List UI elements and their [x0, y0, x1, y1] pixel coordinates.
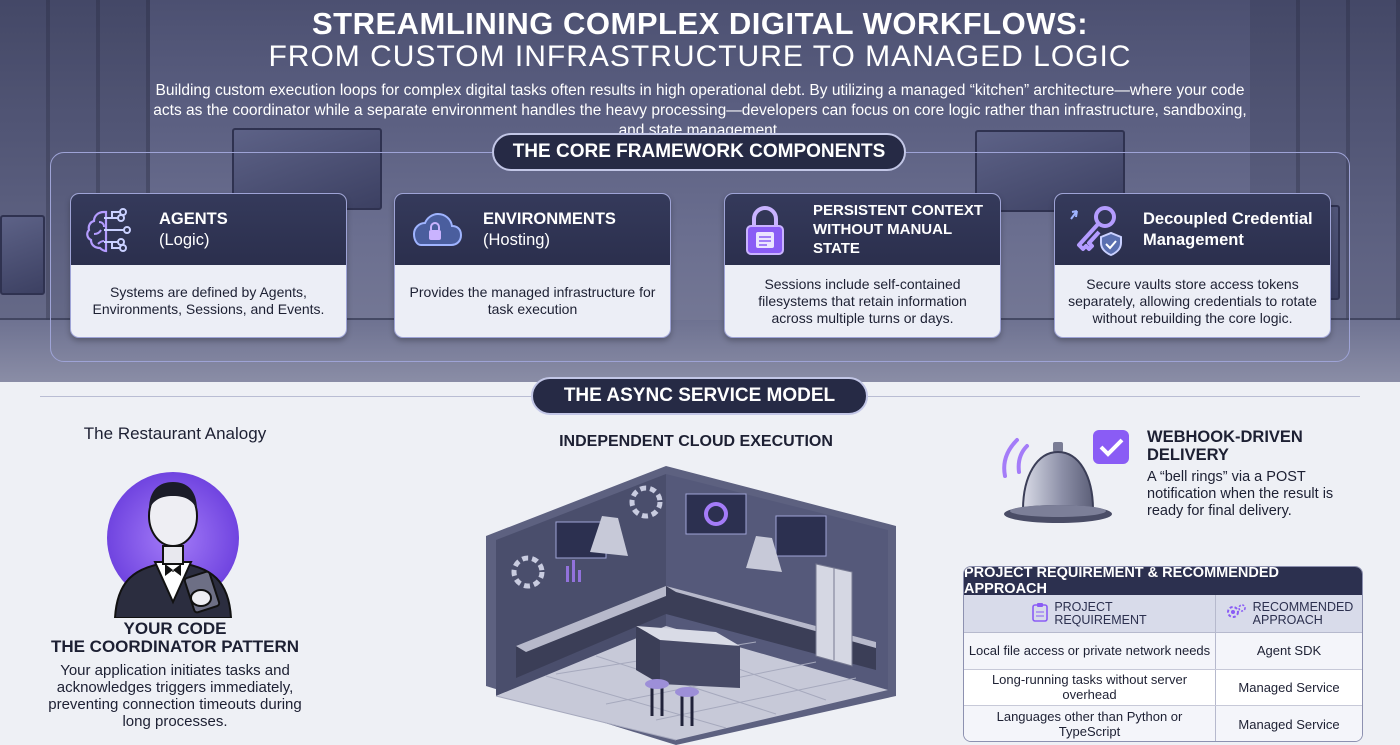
table-cell-approach: Managed Service — [1238, 716, 1340, 732]
table-body: Local file access or private network nee… — [964, 633, 1362, 741]
table-cell-requirement: Local file access or private network nee… — [964, 633, 1216, 669]
core-section-title: THE CORE FRAMEWORK COMPONENTS — [492, 133, 906, 171]
card-body: Provides the managed infrastructure for … — [409, 284, 656, 317]
table-row: Languages other than Python or TypeScrip… — [964, 706, 1362, 741]
padlock-icon — [735, 202, 795, 258]
table-cell-requirement: Languages other than Python or TypeScrip… — [964, 706, 1216, 741]
brain-circuit-icon — [81, 202, 141, 258]
webhook-title: WEBHOOK-DRIVEN — [1147, 428, 1303, 446]
card-environments: ENVIRONMENTS (Hosting) Provides the mana… — [394, 193, 671, 338]
code-title: YOUR CODE — [123, 619, 227, 638]
card-title: AGENTS — [159, 209, 228, 228]
card-persistent-context: PERSISTENT CONTEXT WITHOUT MANUAL STATE … — [724, 193, 1001, 338]
page-title: STREAMLINING COMPLEX DIGITAL WORKFLOWS: — [311, 6, 1089, 41]
table-cell-approach: Agent SDK — [1256, 643, 1322, 659]
table-header: PROJECT REQUIREMENT RECOMMENDED APPROACH — [964, 595, 1362, 633]
requirements-table: PROJECT REQUIREMENT & RECOMMENDED APPROA… — [963, 566, 1363, 742]
card-title: Decoupled Credential — [1143, 209, 1313, 228]
table-title: PROJECT REQUIREMENT & RECOMMENDED APPROA… — [964, 567, 1362, 597]
cloud-execution-title: INDEPENDENT CLOUD EXECUTION — [559, 433, 833, 450]
card-title: PERSISTENT CONTEXT — [813, 202, 984, 219]
table-cell-approach: Managed Service — [1238, 679, 1340, 695]
card-body: Systems are defined by Agents, Environme… — [92, 284, 325, 317]
bell-icon — [993, 426, 1133, 531]
async-section-title: THE ASYNC SERVICE MODEL — [531, 377, 868, 415]
hero-section: STREAMLINING COMPLEX DIGITAL WORKFLOWS: … — [0, 0, 1400, 382]
key-shield-icon — [1065, 202, 1125, 258]
table-row: Long-running tasks without server overhe… — [964, 669, 1362, 706]
table-cell-requirement: Long-running tasks without server overhe… — [964, 669, 1216, 705]
intro-text: Building custom execution loops for comp… — [153, 82, 1247, 139]
card-credential-management: Decoupled Credential Management Secure v… — [1054, 193, 1331, 338]
webhook-description: A “bell rings” via a POST notification w… — [1147, 469, 1334, 519]
kitchen-illustration — [456, 456, 936, 745]
column-header-approach: RECOMMENDED APPROACH — [1216, 595, 1362, 632]
card-body: Sessions include self-contained filesyst… — [758, 275, 967, 326]
card-subtitle: (Logic) — [159, 230, 210, 249]
table-row: Local file access or private network nee… — [964, 633, 1362, 670]
card-body: Secure vaults store access tokens separa… — [1068, 275, 1317, 326]
page-subtitle: FROM CUSTOM INFRASTRUCTURE TO MANAGED LO… — [268, 40, 1132, 73]
analogy-title: The Restaurant Analogy — [83, 424, 267, 443]
background-monitor — [0, 215, 45, 295]
card-title: ENVIRONMENTS — [483, 209, 616, 228]
coordinator-title: THE COORDINATOR PATTERN — [50, 637, 300, 656]
waiter-icon — [105, 458, 245, 623]
webhook-title-line2: DELIVERY — [1147, 446, 1229, 464]
column-header-label: PROJECT REQUIREMENT — [1054, 599, 1147, 627]
clipboard-icon — [1032, 602, 1049, 625]
background-window — [0, 0, 150, 380]
gear-icon — [1225, 602, 1247, 625]
cloud-lock-icon — [405, 202, 465, 258]
column-header-label: RECOMMENDED APPROACH — [1252, 599, 1354, 627]
column-header-requirement: PROJECT REQUIREMENT — [964, 595, 1216, 632]
card-subtitle: WITHOUT MANUAL STATE — [813, 221, 952, 257]
card-subtitle: (Hosting) — [483, 230, 550, 249]
coordinator-description: Your application initiates tasks and ack… — [48, 662, 302, 730]
card-agents: AGENTS (Logic) Systems are defined by Ag… — [70, 193, 347, 338]
card-subtitle: Management — [1143, 230, 1244, 249]
